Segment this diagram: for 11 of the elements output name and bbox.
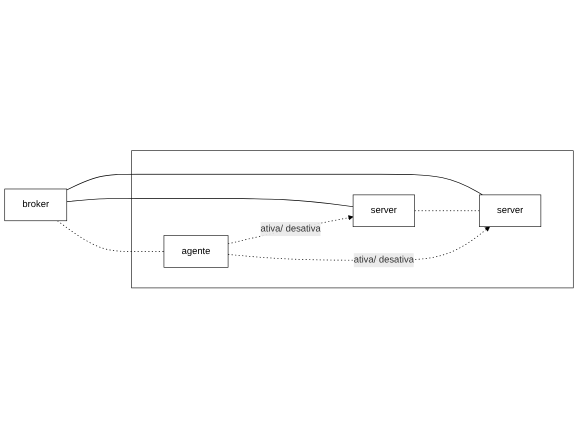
node-box: broker (4, 188, 68, 221)
connector (57, 220, 164, 252)
edge-label: ativa/ desativa (260, 223, 321, 234)
cluster (131, 150, 574, 288)
connector (66, 198, 354, 207)
node-box: agente (164, 234, 228, 268)
node-box: server (479, 194, 542, 227)
connector (66, 174, 483, 195)
connector (414, 210, 480, 211)
edge-label: ativa/ desativa (354, 254, 414, 265)
node-box: server (352, 194, 415, 227)
